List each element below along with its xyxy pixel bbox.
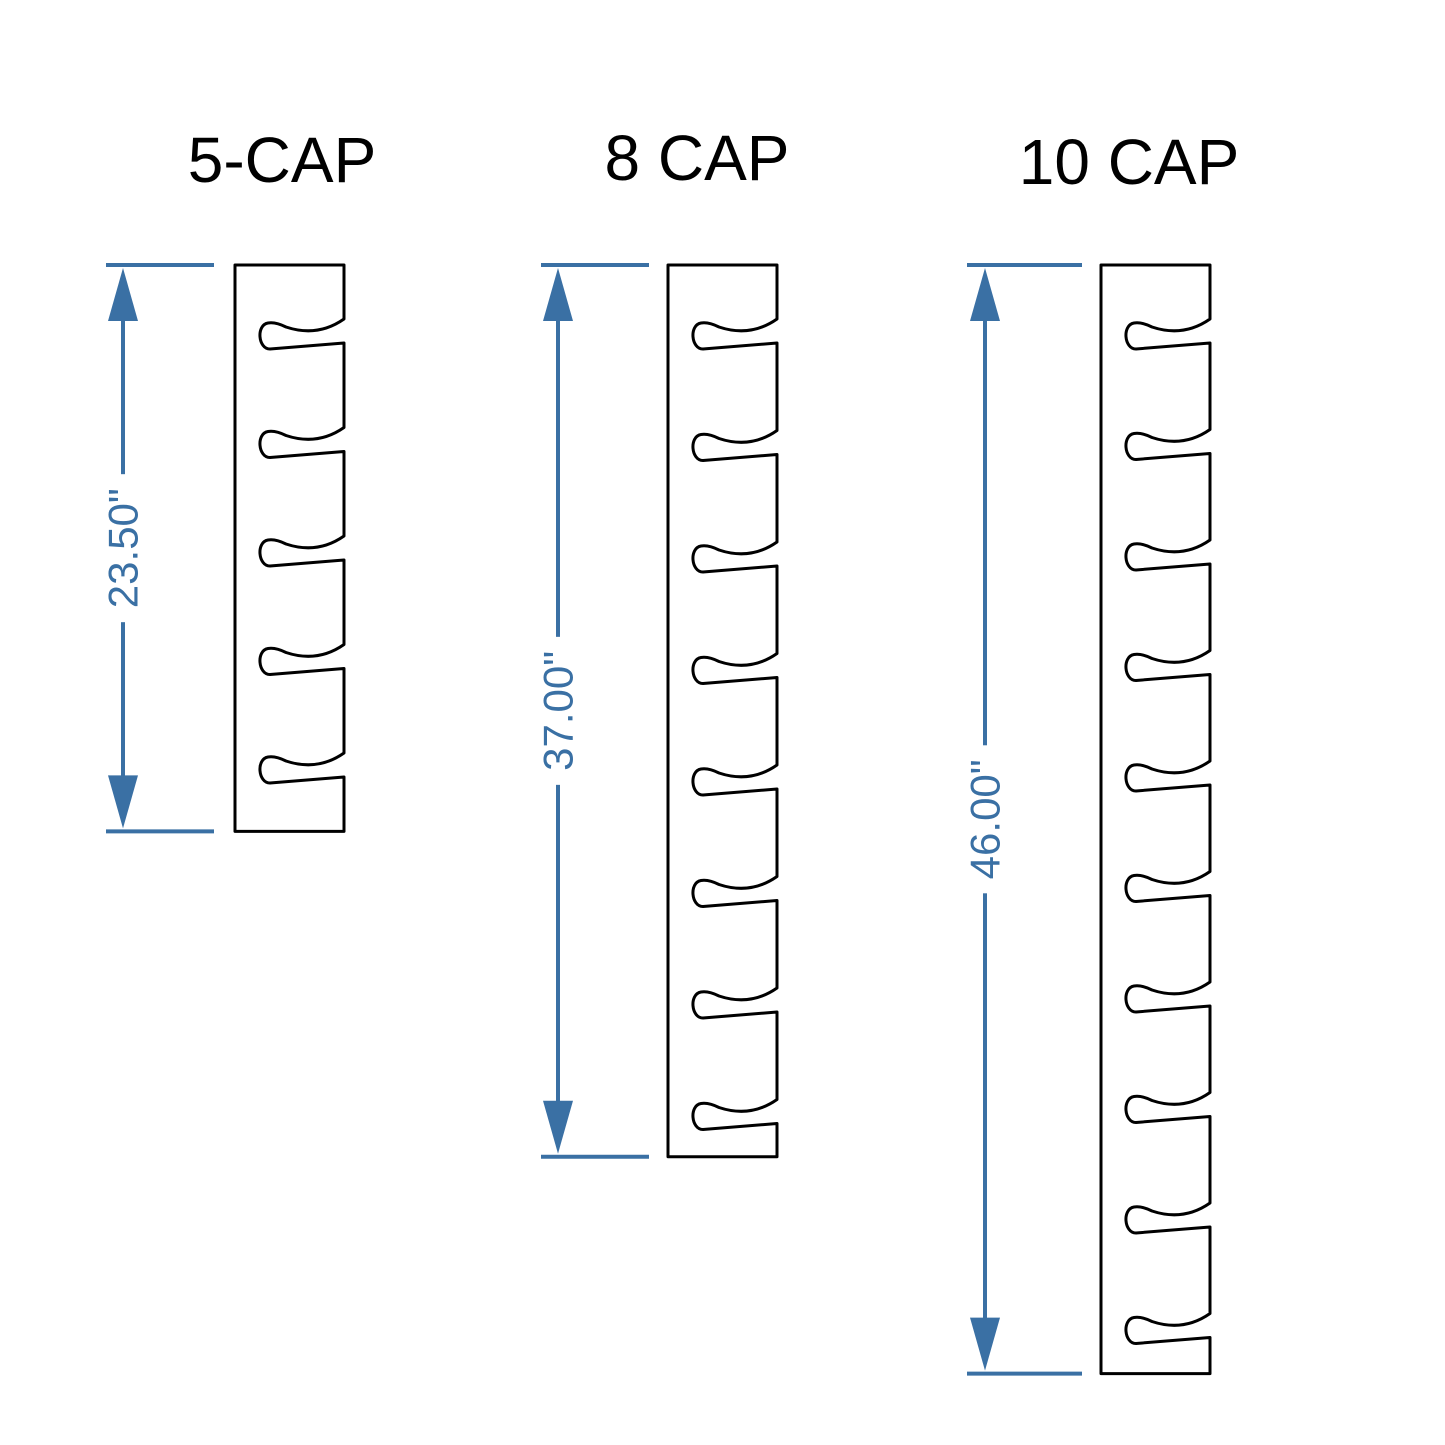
arrowhead-down xyxy=(108,775,138,829)
label-gap xyxy=(955,745,1015,894)
arrowhead-up xyxy=(970,268,1000,321)
rack-5-cap: 5-CAP 23.50" xyxy=(93,124,377,834)
rack-title: 8 CAP xyxy=(605,122,790,194)
arrowhead-down xyxy=(970,1317,1000,1371)
rack-outline xyxy=(233,263,346,833)
rack-outline xyxy=(666,263,779,1159)
rack-8-cap: 8 CAP 37.00" xyxy=(528,122,790,1159)
height-label: 23.50" xyxy=(100,488,147,608)
height-dimension: 23.50" xyxy=(93,263,214,834)
label-gap xyxy=(528,636,588,785)
rack-10-cap: 10 CAP 46.00" xyxy=(955,126,1240,1376)
height-label: 37.00" xyxy=(535,651,582,771)
arrowhead-up xyxy=(108,268,138,321)
height-dimension: 37.00" xyxy=(528,263,649,1159)
arrowhead-down xyxy=(543,1100,573,1154)
arrowhead-up xyxy=(543,268,573,321)
rack-outline xyxy=(1099,263,1212,1376)
rack-title: 5-CAP xyxy=(188,124,377,196)
height-dimension: 46.00" xyxy=(955,263,1082,1376)
height-label: 46.00" xyxy=(962,759,1009,879)
label-gap xyxy=(93,474,153,623)
rack-title: 10 CAP xyxy=(1019,126,1240,198)
